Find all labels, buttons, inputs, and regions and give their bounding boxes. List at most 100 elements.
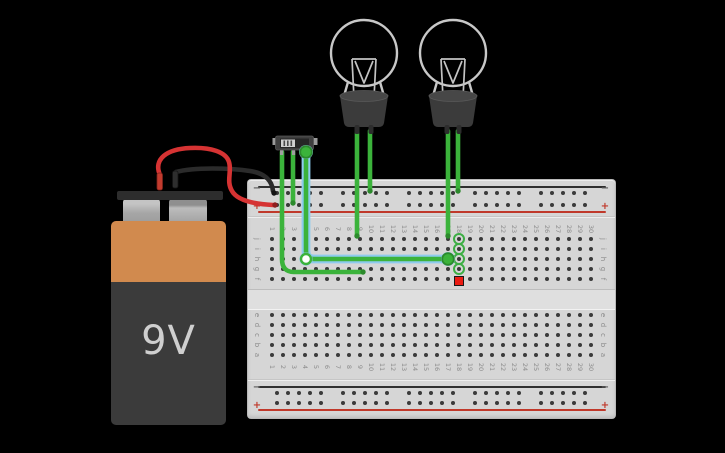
breadboard-hole[interactable] [501,353,505,357]
breadboard-hole[interactable] [468,323,472,327]
breadboard-hole[interactable] [523,267,527,271]
breadboard-hole[interactable] [336,257,340,261]
breadboard-hole[interactable] [457,353,461,357]
breadboard-hole[interactable] [303,237,307,241]
breadboard-hole[interactable] [314,267,318,271]
breadboard-hole[interactable] [413,247,417,251]
breadboard-hole[interactable] [567,353,571,357]
breadboard-hole[interactable] [435,237,439,241]
wire-endpoint-dot[interactable] [299,145,313,159]
breadboard-hole[interactable] [523,333,527,337]
breadboard-hole[interactable] [567,257,571,261]
breadboard-hole[interactable] [292,247,296,251]
breadboard-hole[interactable] [567,323,571,327]
breadboard-hole[interactable] [413,333,417,337]
power-rail-hole[interactable] [352,203,356,207]
power-rail-hole[interactable] [385,191,389,195]
breadboard-hole[interactable] [446,257,450,261]
breadboard-hole[interactable] [479,277,483,281]
power-rail-hole[interactable] [286,191,290,195]
breadboard-hole[interactable] [369,267,373,271]
breadboard-hole[interactable] [446,237,450,241]
breadboard-hole[interactable] [490,277,494,281]
breadboard-hole[interactable] [490,323,494,327]
breadboard-hole[interactable] [336,237,340,241]
power-rail-hole[interactable] [495,401,499,405]
breadboard-hole[interactable] [380,313,384,317]
breadboard-hole[interactable] [292,353,296,357]
breadboard-hole[interactable] [369,257,373,261]
breadboard-hole[interactable] [402,333,406,337]
power-rail-hole[interactable] [297,391,301,395]
breadboard-hole[interactable] [589,257,593,261]
breadboard-hole[interactable] [589,277,593,281]
breadboard-hole[interactable] [479,313,483,317]
breadboard-hole[interactable] [556,267,560,271]
power-rail-hole[interactable] [440,401,444,405]
power-rail-hole[interactable] [341,401,345,405]
breadboard-hole[interactable] [347,237,351,241]
breadboard-hole[interactable] [501,313,505,317]
breadboard-hole[interactable] [270,237,274,241]
breadboard-hole[interactable] [292,333,296,337]
power-rail-hole[interactable] [286,203,290,207]
breadboard-hole[interactable] [468,353,472,357]
power-rail-hole[interactable] [341,191,345,195]
breadboard-hole[interactable] [424,247,428,251]
breadboard-hole[interactable] [424,237,428,241]
breadboard-hole[interactable] [303,313,307,317]
breadboard-hole[interactable] [578,353,582,357]
breadboard-hole[interactable] [435,267,439,271]
breadboard-hole[interactable] [556,257,560,261]
breadboard-hole[interactable] [303,247,307,251]
power-rail-hole[interactable] [407,401,411,405]
power-rail-hole[interactable] [440,191,444,195]
breadboard-hole[interactable] [314,277,318,281]
power-rail-hole[interactable] [363,401,367,405]
breadboard-hole[interactable] [369,333,373,337]
breadboard-hole[interactable] [446,333,450,337]
breadboard-hole[interactable] [468,333,472,337]
power-rail-hole[interactable] [572,391,576,395]
breadboard-hole[interactable] [424,333,428,337]
power-rail-hole[interactable] [539,191,543,195]
breadboard-hole[interactable] [369,353,373,357]
breadboard-hole[interactable] [281,333,285,337]
power-rail-hole[interactable] [374,203,378,207]
breadboard-hole[interactable] [325,247,329,251]
breadboard-hole[interactable] [556,353,560,357]
breadboard-hole[interactable] [578,277,582,281]
breadboard-hole[interactable] [303,267,307,271]
breadboard-hole[interactable] [391,277,395,281]
power-rail-hole[interactable] [517,191,521,195]
breadboard-hole[interactable] [446,277,450,281]
breadboard-hole[interactable] [545,277,549,281]
breadboard-hole[interactable] [292,257,296,261]
breadboard-hole[interactable] [545,257,549,261]
breadboard-hole[interactable] [391,353,395,357]
light-bulb-2[interactable] [418,18,488,134]
breadboard-hole[interactable] [270,353,274,357]
breadboard-hole[interactable] [490,267,494,271]
power-rail-hole[interactable] [506,401,510,405]
breadboard-hole[interactable] [512,333,516,337]
power-rail-hole[interactable] [572,401,576,405]
breadboard-hole[interactable] [402,257,406,261]
breadboard-hole[interactable] [336,353,340,357]
breadboard-hole[interactable] [512,247,516,251]
breadboard-hole[interactable] [369,323,373,327]
power-rail-hole[interactable] [451,203,455,207]
breadboard-hole[interactable] [545,333,549,337]
breadboard-hole[interactable] [402,343,406,347]
power-rail-hole[interactable] [506,391,510,395]
breadboard-hole[interactable] [501,277,505,281]
breadboard-hole[interactable] [468,267,472,271]
breadboard-hole[interactable] [402,323,406,327]
power-rail-hole[interactable] [374,191,378,195]
breadboard-hole[interactable] [358,333,362,337]
breadboard-hole[interactable] [512,257,516,261]
breadboard-hole[interactable] [468,257,472,261]
breadboard-hole[interactable] [446,343,450,347]
breadboard-hole[interactable] [336,313,340,317]
breadboard-hole[interactable] [479,237,483,241]
